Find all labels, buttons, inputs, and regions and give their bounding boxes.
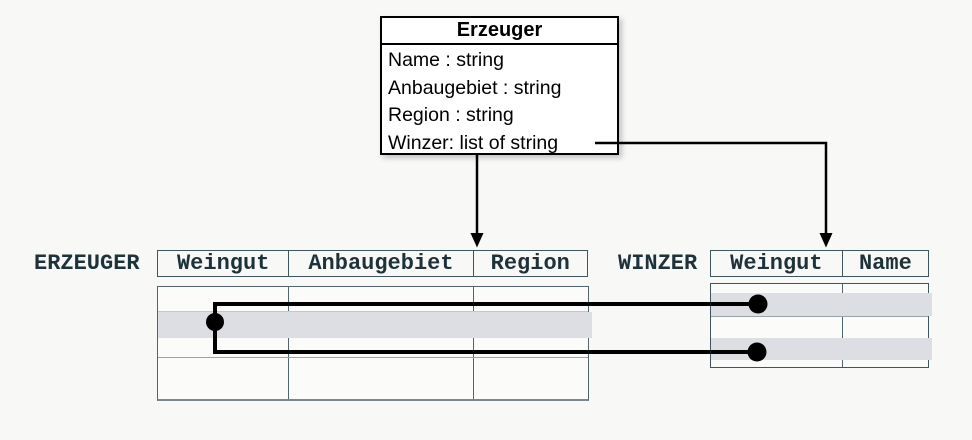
erzeuger-highlighted-row [158, 312, 592, 338]
erzeuger-col-weingut: Weingut [176, 251, 270, 276]
class-attributes: Name : string Anbaugebiet : string Regio… [382, 45, 617, 157]
erzeuger-col-region: Region [472, 251, 587, 276]
attribute-anbaugebiet: Anbaugebiet : string [388, 76, 562, 99]
winzer-col-weingut: Weingut [730, 251, 823, 276]
winzer-colsep-1 [842, 284, 844, 367]
attribute-region: Region : string [388, 104, 514, 126]
winzer-table-label: WINZER [618, 251, 698, 276]
arrowhead-down-icon [819, 233, 833, 248]
attribute-name: Name : string [388, 49, 504, 71]
erzeuger-col-anbaugebiet: Anbaugebiet [288, 251, 472, 276]
erzeuger-rowsep-2 [158, 357, 588, 358]
winzer-attr-to-winzer-arrow [595, 141, 833, 248]
winzer-highlighted-row-1 [711, 293, 932, 316]
winzer-highlighted-row-2 [711, 338, 932, 360]
erzeuger-rowsep-1 [158, 311, 588, 312]
attribute-winzer: Winzer: list of string [388, 131, 559, 154]
winzer-table-header: Weingut Name [710, 250, 929, 277]
arrowhead-down-icon [470, 233, 484, 248]
erzeuger-table-body [157, 286, 589, 401]
erzeuger-colsep-1 [288, 287, 290, 399]
class-to-erzeuger-arrow [470, 155, 484, 248]
class-title: Erzeuger [382, 18, 617, 45]
winzer-rowsep-1 [711, 316, 928, 317]
class-box-erzeuger: Erzeuger Name : string Anbaugebiet : str… [380, 16, 619, 155]
erzeuger-colsep-2 [473, 287, 475, 399]
erzeuger-table-header: Weingut Anbaugebiet Region [157, 250, 588, 277]
winzer-col-name: Name [841, 251, 928, 276]
erzeuger-table-label: ERZEUGER [34, 251, 140, 276]
